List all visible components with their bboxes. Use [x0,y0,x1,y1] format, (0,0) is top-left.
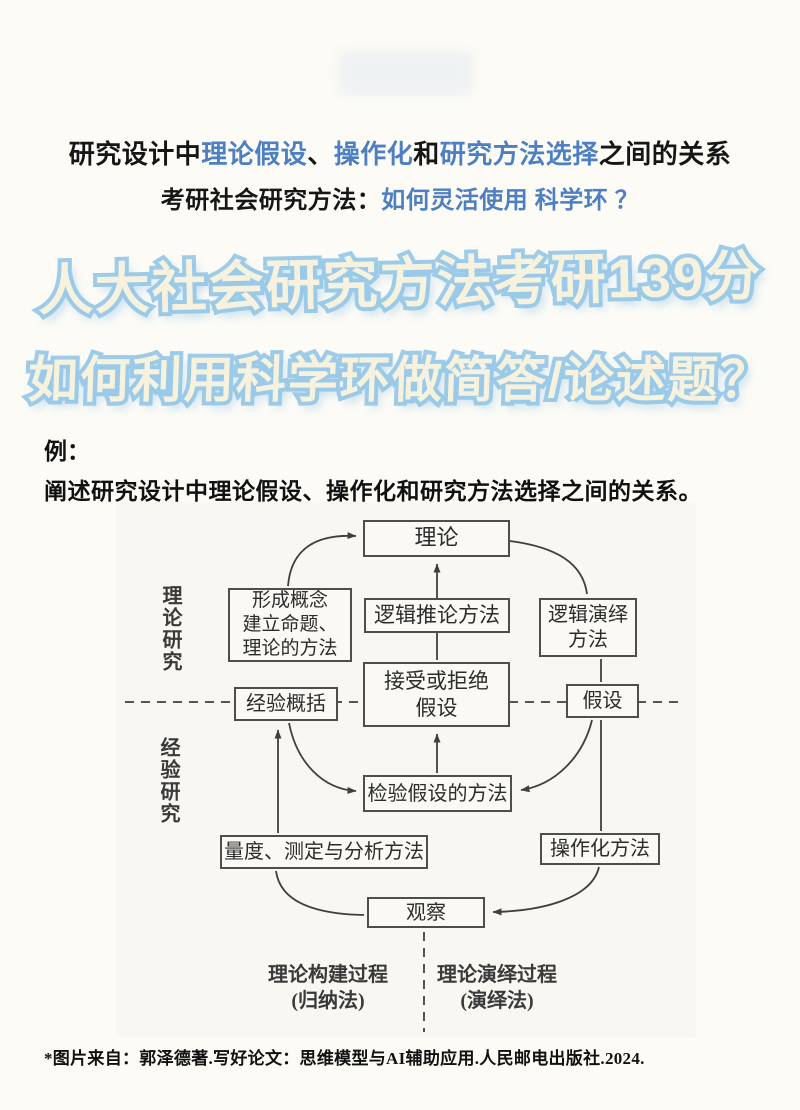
box-operationalization-label: 操作化方法 [550,838,650,860]
header-segment: 研究设计中 [68,140,202,169]
example-question: 阐述研究设计中理论假设、操作化和研究方法选择之间的关系。 [44,479,702,504]
label-deduction-method: (演绎法) [460,990,534,1012]
box-logic-inference: 逻辑推论方法 [364,598,510,633]
box-observation: 观察 [367,897,485,928]
example-label: 例： [44,439,90,464]
box-empirical-generalization: 经验概括 [234,687,338,721]
box-accept-reject: 接受或拒绝 假设 [363,662,510,727]
header-segment: 和 [413,140,440,169]
box-accept-reject-line: 接受或拒绝 [384,668,489,693]
box-empirical-generalization-label: 经验概括 [246,693,326,715]
label-theory-construction: 理论构建过程 (归纳法) [253,962,403,1014]
header-segment: 、 [307,140,334,169]
label-theory-research: 理论研究 [159,585,181,673]
box-concept-method-line: 建立命题、 [242,614,338,635]
label-theory-deduction: 理论演绎过程 (演绎法) [422,962,572,1014]
curve-theory-to-deduction [509,540,588,595]
box-operationalization: 操作化方法 [540,833,660,865]
label-empirical-research: 经验研究 [157,737,179,825]
label-theory-construction-line: 理论构建过程 [268,964,388,986]
box-logic-inference-label: 逻辑推论方法 [374,602,500,627]
diagram-scan-area [116,502,696,1037]
arrow-operationalization-to-observation [492,866,600,916]
box-hypothesis-label: 假设 [582,690,623,712]
box-measurement-label: 量度、测定与分析方法 [224,841,424,863]
box-logic-deduction-line: 方法 [568,628,608,651]
box-hypothesis-testing: 检验假设的方法 [363,775,512,812]
box-theory-label: 理论 [414,525,459,551]
box-concept-method-line: 理论的方法 [242,638,338,659]
faded-watermark [338,50,473,96]
label-theory-deduction-line: 理论演绎过程 [437,964,557,986]
curve-observation-to-measurement [275,870,365,916]
box-accept-reject-line: 假设 [415,695,458,720]
box-logic-deduction-line: 逻辑演绎 [548,603,628,626]
arrow-generalization-to-testing [288,722,357,794]
box-measurement: 量度、测定与分析方法 [220,835,428,869]
header-line-1: 研究设计中理论假设、操作化和研究方法选择之间的关系 [0,134,800,171]
box-hypothesis: 假设 [566,684,639,718]
label-induction-method: (归纳法) [291,990,365,1012]
arrow-hypothesis-to-testing [520,719,593,793]
header-segment-highlight: 操作化 [333,140,414,169]
header-segment-highlight: 研究方法选择 [439,140,599,169]
header-line-2: 考研社会研究方法：如何灵活使用 科学环 ？ [0,180,800,215]
header-segment: 之间的关系 [598,140,732,169]
box-hypothesis-testing-label: 检验假设的方法 [367,782,508,805]
header-segment-highlight: 如何灵活使用 科学环 ？ [381,188,640,214]
box-concept-method-line: 形成概念 [251,590,328,611]
box-logic-deduction: 逻辑演绎 方法 [539,598,637,657]
box-theory: 理论 [363,520,510,557]
image-source-note: *图片来自：郭泽德著.写好论文：思维模型与AI辅助应用.人民邮电出版社.2024… [44,1049,645,1068]
header-segment-highlight: 理论假设 [201,140,308,169]
box-concept-method: 形成概念 建立命题、 理论的方法 [228,588,352,662]
header-segment: 考研社会研究方法： [160,188,382,214]
arrow-concept-to-theory [287,532,357,587]
box-observation-label: 观察 [406,901,446,924]
